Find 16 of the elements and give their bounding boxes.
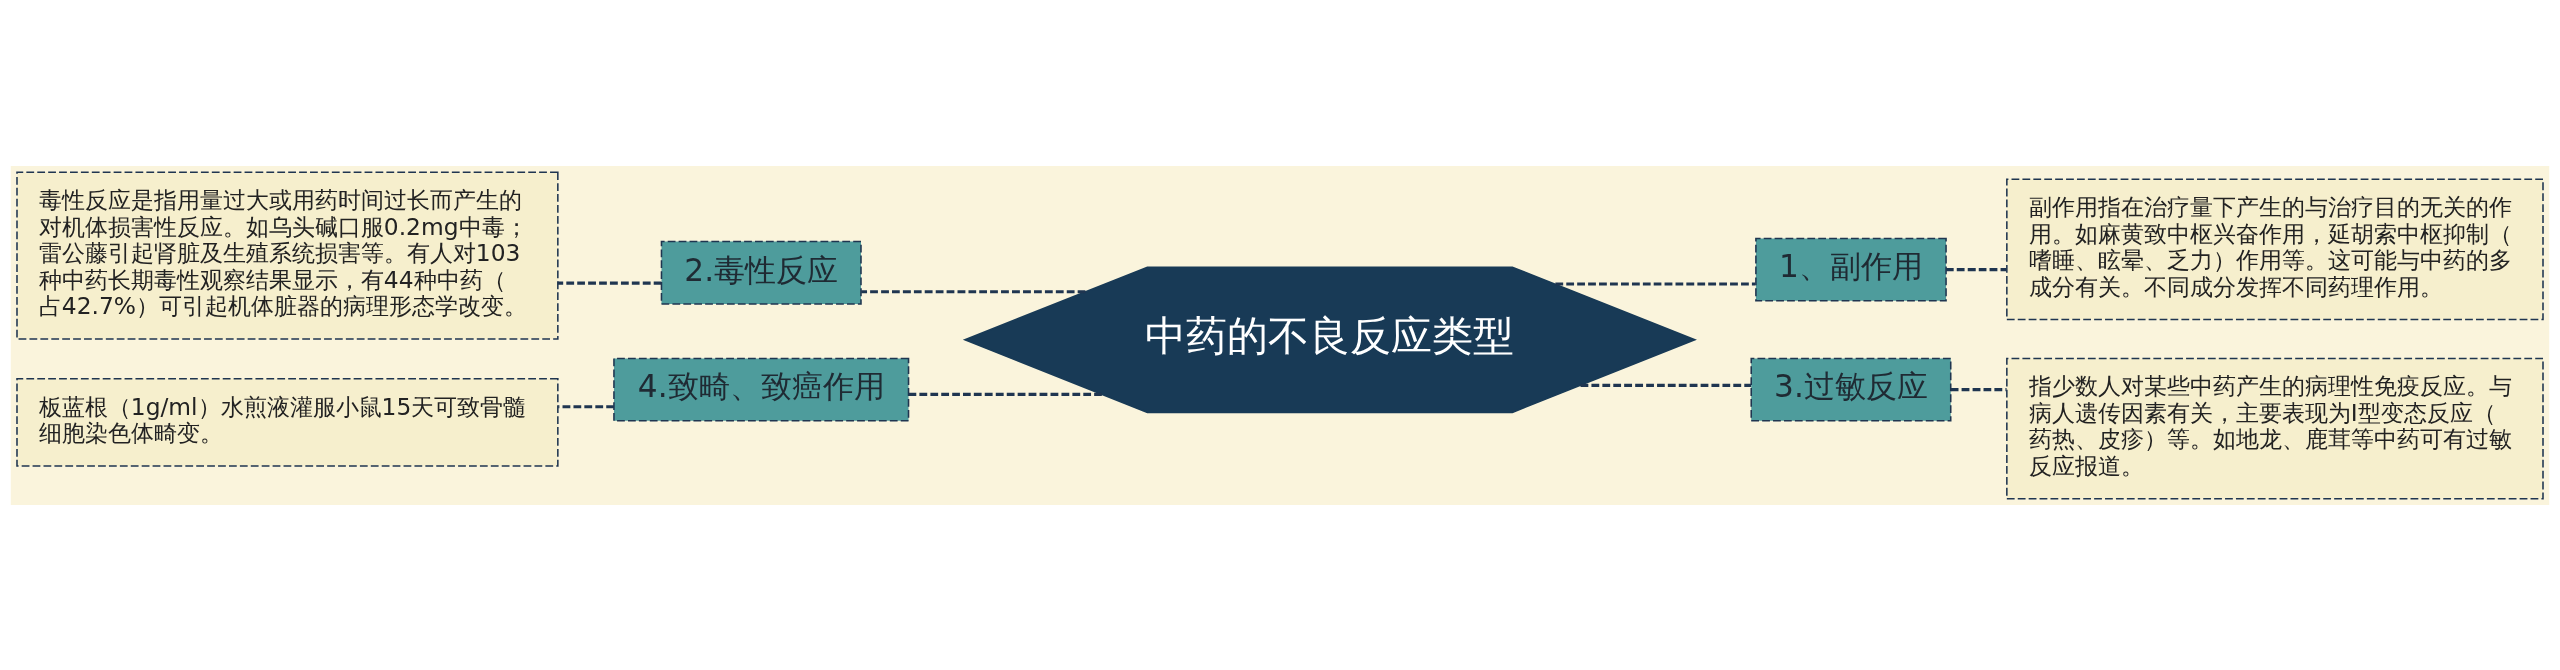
node-box: 3.过敏反应	[1750, 357, 1952, 422]
node-box: 副作用指在治疗量下产生的与治疗目的无关的作用。如麻黄致中枢兴奋作用，延胡索中枢抑制（嗜睡、眩晕、乏力）作用等。这可能与中药的多成分有关。不同成分发挥不同药理作用。	[2006, 177, 2544, 320]
node-box: 1、副作用	[1755, 237, 1947, 302]
connector	[558, 404, 614, 408]
connector	[861, 289, 1086, 293]
connector	[1950, 387, 2007, 391]
connector	[1580, 383, 1752, 387]
node-box: 板蓝根（1g/ml）水煎液灌服小鼠15天可致骨髓细胞染色体畸变。	[16, 377, 559, 467]
connector	[908, 392, 1102, 396]
connector	[557, 281, 662, 285]
connector	[1555, 281, 1756, 286]
node-box: 指少数人对某些中药产生的病理性免疫反应。与病人遗传因素有关，主要表现为Ⅰ型变态反应（药热、皮疹）等。如地龙、鹿茸等中药可有过敏反应报道。	[2006, 357, 2544, 500]
connector	[1946, 267, 2007, 271]
node-box: 4.致畸、致癌作用	[613, 357, 910, 422]
node-box: 毒性反应是指用量过大或用药时间过长而产生的对机体损害性反应。如乌头碱口服0.2mg中毒；雷公藤引起肾脏及生殖系统损害等。有人对103种中药长期毒性观察结果显示，有44种中药（占42.7%）可引起机体脏器的病理形态学改变。	[16, 170, 559, 340]
node-box: 2.毒性反应	[660, 240, 862, 305]
